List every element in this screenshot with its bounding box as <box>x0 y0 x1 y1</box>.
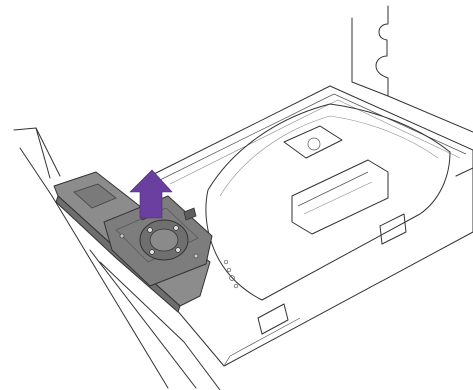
monitor-stand-base <box>54 172 212 312</box>
control-buttons <box>224 260 238 288</box>
